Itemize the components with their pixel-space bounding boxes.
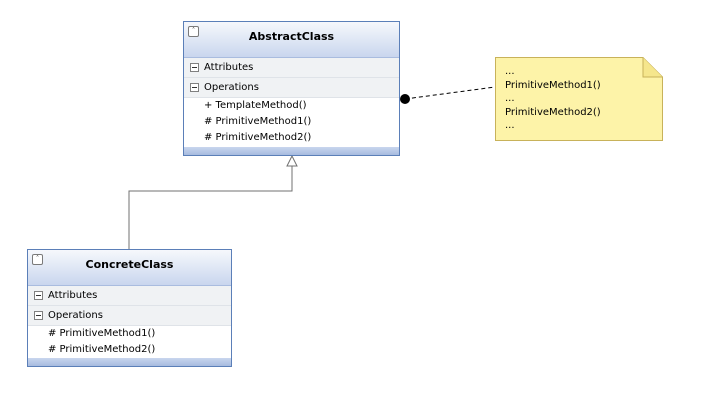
collapse-icon[interactable]: ˆ bbox=[32, 254, 43, 265]
collapse-minus-icon[interactable] bbox=[34, 311, 43, 320]
collapse-minus-icon[interactable] bbox=[34, 291, 43, 300]
note-shape bbox=[495, 57, 663, 141]
note-connector-line bbox=[404, 86, 496, 100]
note-line: ... bbox=[505, 66, 515, 77]
operation-item[interactable]: # PrimitiveMethod1() bbox=[48, 328, 156, 339]
concrete-class-shape[interactable]: ˆ ConcreteClass Attributes Operations # … bbox=[27, 249, 232, 367]
attributes-section[interactable]: Attributes bbox=[184, 58, 399, 78]
collapse-minus-icon[interactable] bbox=[190, 83, 199, 92]
operation-item[interactable]: # PrimitiveMethod2() bbox=[204, 132, 312, 143]
operations-label: Operations bbox=[204, 82, 259, 93]
abstract-class-title: AbstractClass bbox=[248, 30, 335, 43]
concrete-class-title: ConcreteClass bbox=[85, 258, 174, 271]
attributes-label: Attributes bbox=[204, 62, 254, 73]
operations-section[interactable]: Operations bbox=[184, 78, 399, 98]
note-line: PrimitiveMethod1() bbox=[505, 79, 601, 91]
operation-item[interactable]: # PrimitiveMethod2() bbox=[48, 344, 156, 355]
operations-label: Operations bbox=[48, 310, 103, 321]
class-footer bbox=[28, 358, 231, 366]
note-connector-dot bbox=[400, 94, 410, 104]
generalization-line bbox=[128, 166, 293, 249]
note-text: ... PrimitiveMethod1() ... PrimitiveMeth… bbox=[505, 65, 601, 133]
collapse-minus-icon[interactable] bbox=[190, 63, 199, 72]
attributes-label: Attributes bbox=[48, 290, 98, 301]
operations-section[interactable]: Operations bbox=[28, 306, 231, 326]
operation-item[interactable]: # PrimitiveMethod1() bbox=[204, 116, 312, 127]
attributes-section[interactable]: Attributes bbox=[28, 286, 231, 306]
generalization-arrowhead bbox=[286, 154, 298, 167]
comment-note[interactable]: ... PrimitiveMethod1() ... PrimitiveMeth… bbox=[495, 57, 663, 141]
note-line: ... bbox=[505, 93, 515, 104]
abstract-class-shape[interactable]: ˆ AbstractClass Attributes Operations + … bbox=[183, 21, 400, 156]
collapse-icon[interactable]: ˆ bbox=[188, 26, 199, 37]
concrete-class-header[interactable]: ˆ ConcreteClass bbox=[28, 250, 231, 286]
operation-item[interactable]: + TemplateMethod() bbox=[204, 100, 307, 111]
abstract-class-header[interactable]: ˆ AbstractClass bbox=[184, 22, 399, 58]
note-line: PrimitiveMethod2() bbox=[505, 106, 601, 118]
note-line: ... bbox=[505, 120, 515, 131]
class-footer bbox=[184, 147, 399, 155]
